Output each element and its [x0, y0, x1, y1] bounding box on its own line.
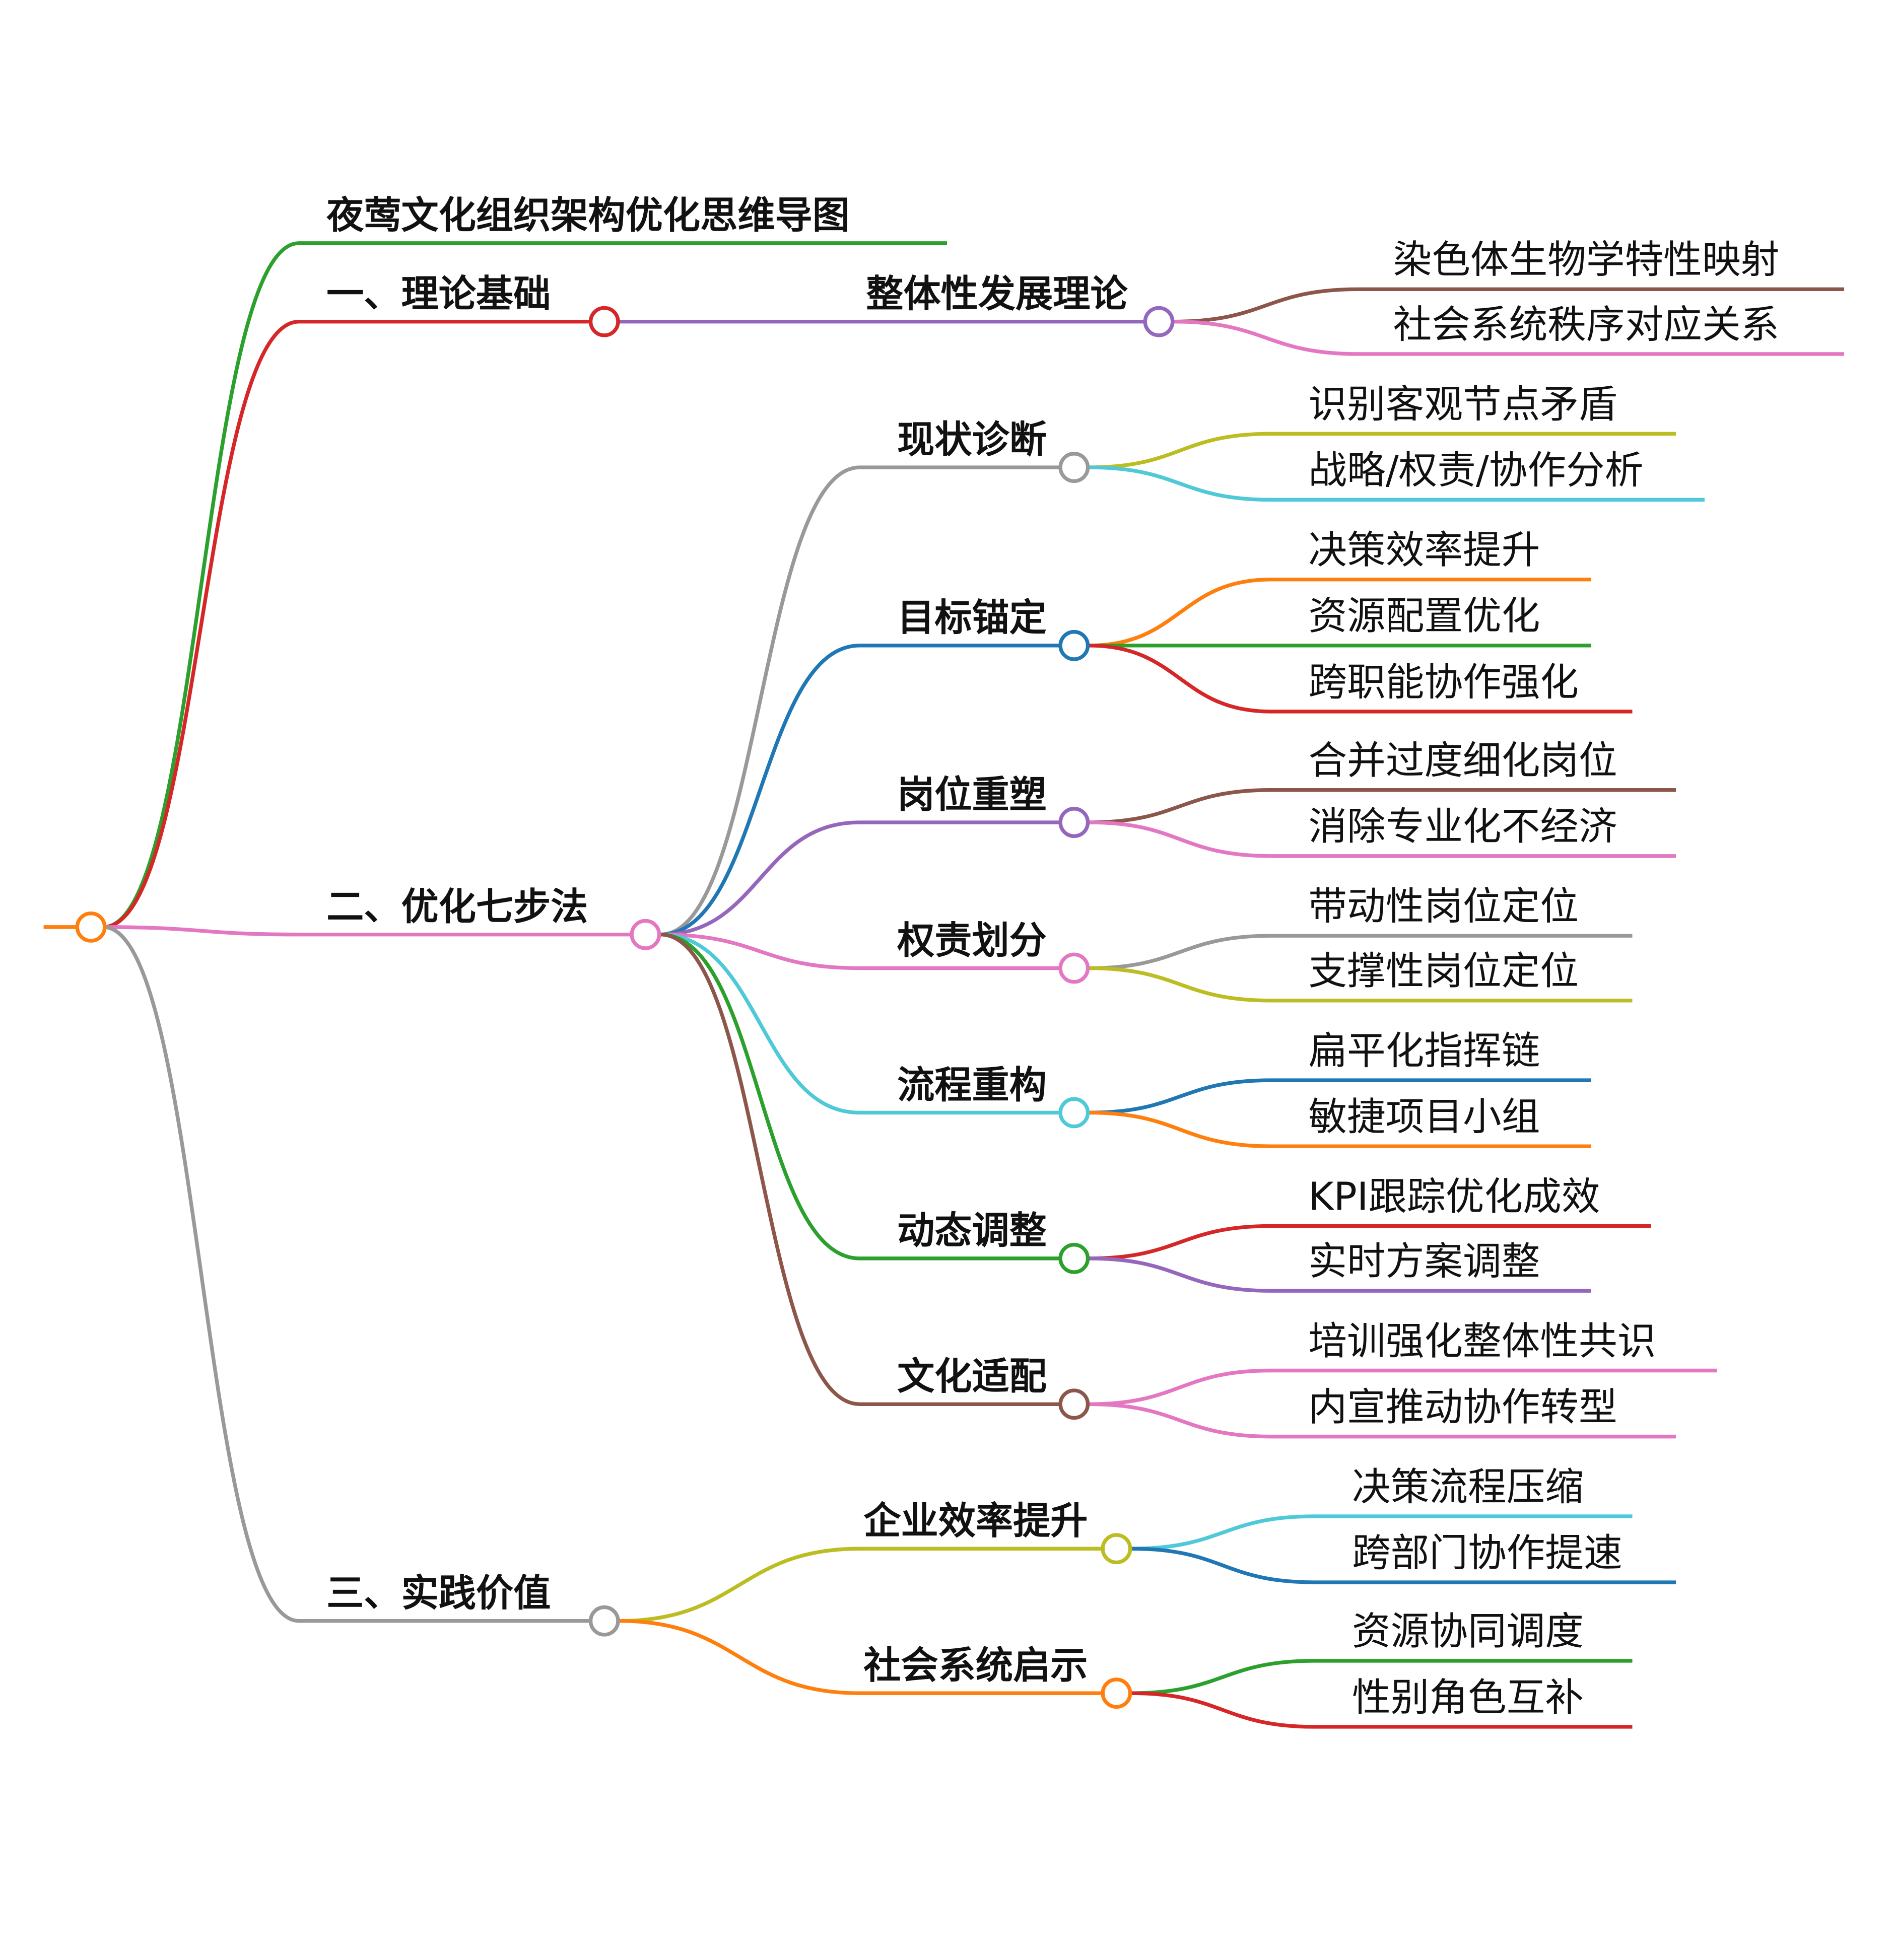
map-title: 夜莺文化组织架构优化思维导图: [326, 193, 850, 237]
subbranch-node-toggle[interactable]: [1101, 1677, 1132, 1709]
subbranch-line: [619, 1619, 1117, 1695]
branch-label: 一、理论基础: [326, 272, 551, 316]
subbranch-line: [660, 933, 1074, 970]
branch-label: 三、实践价值: [326, 1571, 551, 1615]
leaf-line: [1131, 1547, 1676, 1584]
leaf-line: [1131, 1514, 1633, 1551]
leaf-line: [1089, 578, 1591, 648]
leaf-line: [1174, 319, 1845, 356]
subbranch-node-toggle[interactable]: [1143, 306, 1175, 337]
leaf-line: [1089, 1110, 1591, 1148]
leaf-label: 决策效率提升: [1308, 528, 1540, 573]
subbranch-label: 整体性发展理论: [866, 272, 1128, 316]
leaf-label: 扁平化指挥链: [1308, 1029, 1540, 1074]
leaf-line: [1089, 788, 1676, 824]
leaf-label: 性别角色互补: [1352, 1675, 1584, 1720]
subbranch-label: 现状诊断: [897, 417, 1047, 461]
subbranch-node-toggle[interactable]: [1101, 1533, 1132, 1565]
leaf-label: 实时方案调整: [1308, 1239, 1540, 1284]
leaf-line: [1089, 1078, 1591, 1115]
leaf-label: 内宣推动协作转型: [1308, 1385, 1617, 1430]
branch-line: [103, 925, 604, 1623]
subbranch-node-toggle[interactable]: [1058, 1388, 1090, 1420]
branch-line: [103, 925, 646, 937]
leaf-label: 消除专业化不经济: [1308, 805, 1617, 850]
branch-label: 二、优化七步法: [326, 885, 588, 929]
leaf-label: 带动性岗位定位: [1308, 884, 1579, 929]
branch-line: [103, 241, 947, 929]
branch-line: [103, 319, 604, 929]
subbranch-line: [619, 1547, 1117, 1623]
subbranch-node-toggle[interactable]: [1058, 629, 1090, 661]
subbranch-node-toggle[interactable]: [1058, 1097, 1090, 1129]
leaf-line: [1089, 465, 1705, 502]
leaf-line: [1089, 1256, 1591, 1293]
subbranch-line: [660, 644, 1074, 937]
subbranch-line: [660, 933, 1074, 1115]
leaf-line: [1131, 1659, 1633, 1695]
leaf-label: 资源配置优化: [1308, 594, 1540, 639]
leaf-label: 跨职能协作强化: [1308, 660, 1579, 705]
subbranch-label: 岗位重塑: [897, 773, 1047, 816]
leaf-line: [1089, 934, 1633, 970]
leaf-label: 社会系统秩序对应关系: [1393, 303, 1780, 347]
leaf-label: 支撑性岗位定位: [1308, 949, 1579, 994]
subbranch-label: 动态调整: [897, 1209, 1047, 1252]
branch-node-toggle[interactable]: [588, 306, 620, 337]
leaf-label: 合并过度细化岗位: [1308, 739, 1617, 784]
leaf-line: [1089, 966, 1633, 1003]
leaf-label: 染色体生物学特性映射: [1393, 238, 1780, 283]
subbranch-line: [660, 820, 1074, 937]
subbranch-label: 社会系统启示: [863, 1643, 1088, 1687]
leaf-line: [1089, 1402, 1676, 1439]
branch-node-toggle[interactable]: [588, 1605, 620, 1637]
subbranch-label: 流程重构: [897, 1063, 1047, 1107]
leaf-label: 战略/权责/协作分析: [1308, 448, 1643, 493]
subbranch-line: [660, 933, 1074, 1406]
leaf-line: [1089, 1368, 1717, 1406]
subbranch-node-toggle[interactable]: [1058, 452, 1090, 483]
leaf-label: 培训强化整体性共识: [1308, 1319, 1656, 1364]
leaf-label: 跨部门协作提速: [1352, 1531, 1622, 1576]
leaf-line: [1089, 820, 1676, 858]
leaf-label: 识别客观节点矛盾: [1308, 382, 1617, 427]
leaf-line: [1089, 644, 1633, 714]
leaf-label: 资源协同调度: [1352, 1609, 1584, 1654]
leaf-line: [1174, 287, 1845, 324]
leaf-line: [1131, 1691, 1633, 1729]
leaf-line: [1089, 1224, 1651, 1261]
leaf-line: [1089, 432, 1676, 469]
subbranch-label: 企业效率提升: [863, 1499, 1088, 1543]
subbranch-node-toggle[interactable]: [1058, 1242, 1090, 1274]
subbranch-label: 权责划分: [897, 919, 1047, 962]
root-node[interactable]: [75, 911, 107, 943]
subbranch-node-toggle[interactable]: [1058, 807, 1090, 838]
branch-node-toggle[interactable]: [630, 919, 661, 950]
leaf-label: 敏捷项目小组: [1308, 1095, 1540, 1140]
subbranch-line: [660, 933, 1074, 1261]
subbranch-label: 文化适配: [897, 1355, 1047, 1398]
leaf-label: 决策流程压缩: [1352, 1465, 1584, 1510]
subbranch-label: 目标锚定: [897, 596, 1047, 640]
subbranch-node-toggle[interactable]: [1058, 952, 1090, 984]
subbranch-line: [660, 465, 1074, 937]
leaf-label: KPI跟踪优化成效: [1308, 1174, 1600, 1219]
